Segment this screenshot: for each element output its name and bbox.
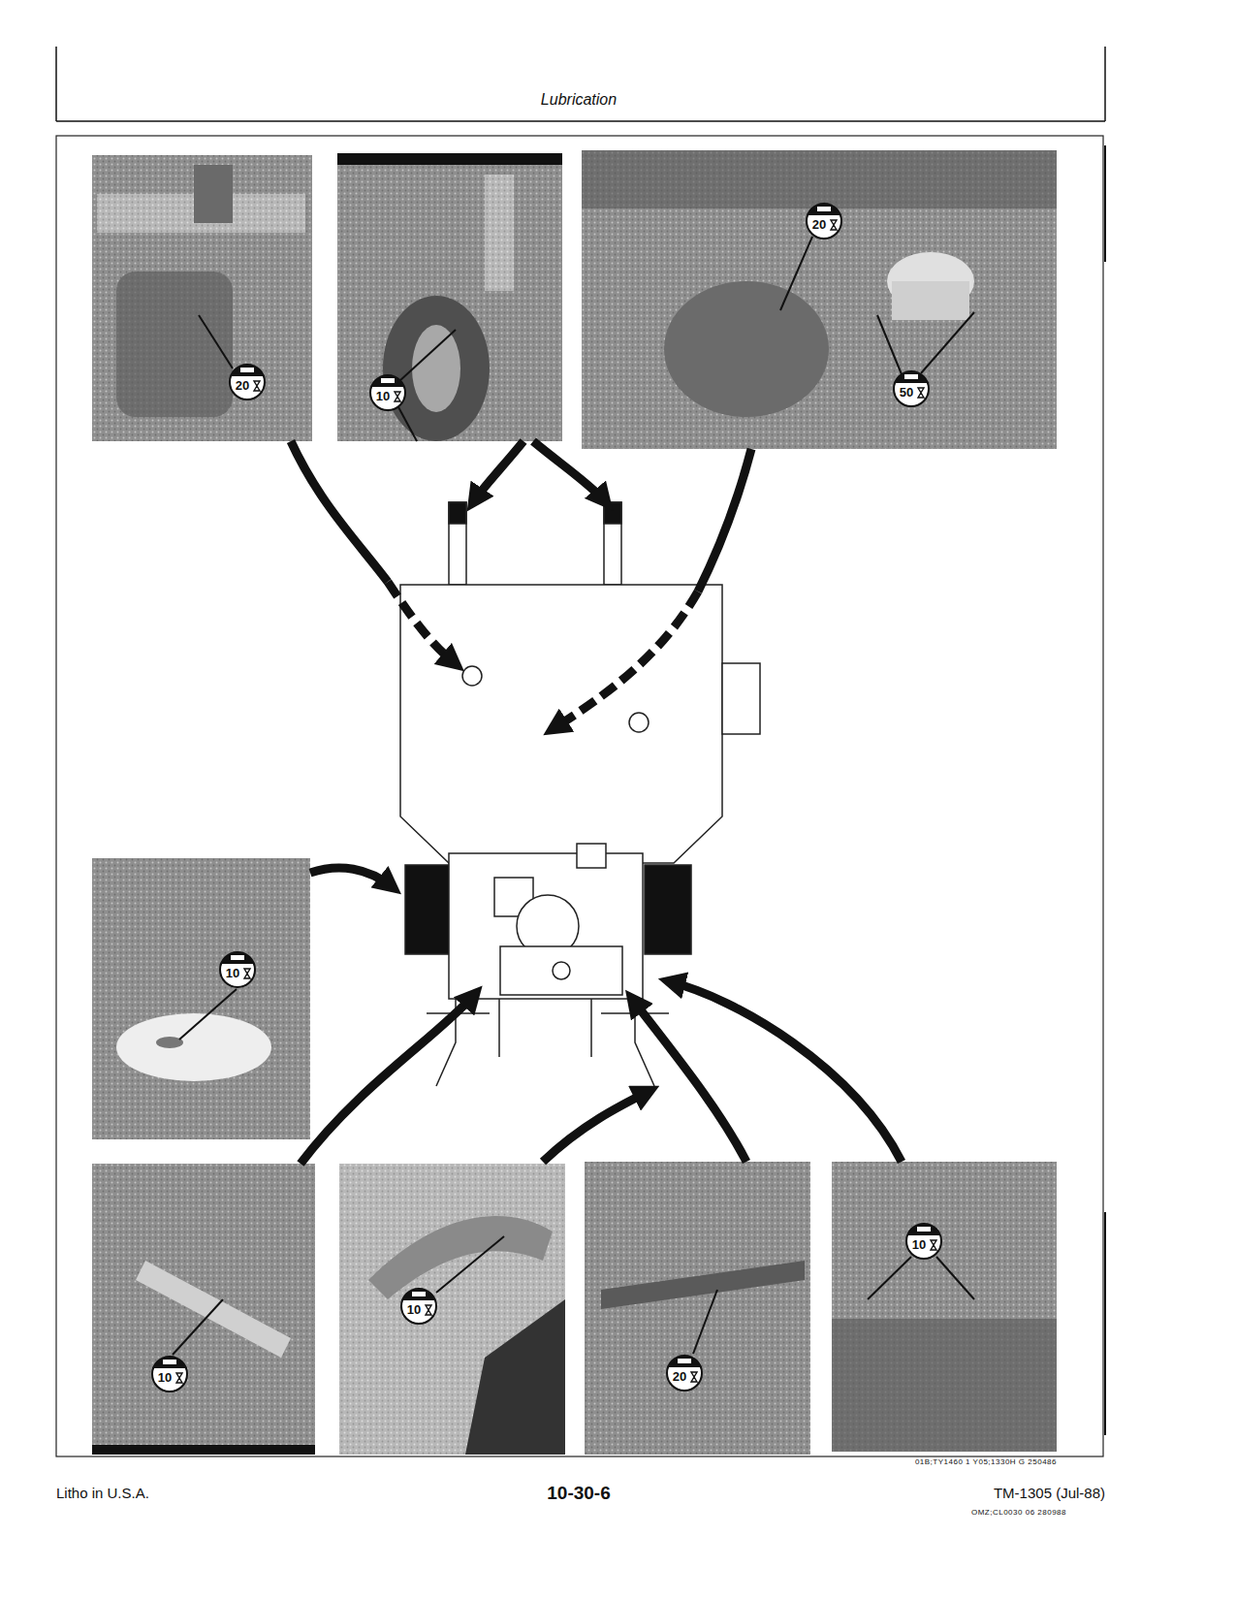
photo-panel (92, 155, 313, 442)
photo-panel (337, 153, 563, 442)
callout-number: 10 (224, 966, 241, 981)
page-header: Lubrication (540, 91, 617, 109)
callout-number: 10 (157, 1370, 173, 1385)
callout-number: 50 (898, 385, 915, 400)
document-code: OMZ;CL0030 06 280988 (971, 1508, 1067, 1518)
figure-code: 01B;TY1460 1 Y05;1330H G 250486 (915, 1457, 1057, 1467)
callout-number: 20 (234, 379, 251, 393)
print-note: Litho in U.S.A. (56, 1485, 150, 1502)
photo-panel (831, 1161, 1057, 1452)
callout-number: 20 (811, 218, 827, 232)
photo-panel (581, 150, 1057, 449)
callout-number: 10 (406, 1302, 422, 1317)
page-number: 10-30-6 (546, 1483, 611, 1504)
lube-badge (152, 203, 942, 1392)
callout-number: 10 (375, 389, 391, 404)
callout-number: 10 (911, 1237, 927, 1252)
callout-number: 20 (671, 1369, 688, 1384)
photo-panel (339, 1163, 566, 1455)
pointer-arrow (290, 441, 902, 1164)
photo-panel (92, 1163, 316, 1455)
manual-number: TM-1305 (Jul-88) (993, 1485, 1106, 1502)
photo-panel (92, 857, 311, 1140)
photo-panel (584, 1161, 811, 1455)
